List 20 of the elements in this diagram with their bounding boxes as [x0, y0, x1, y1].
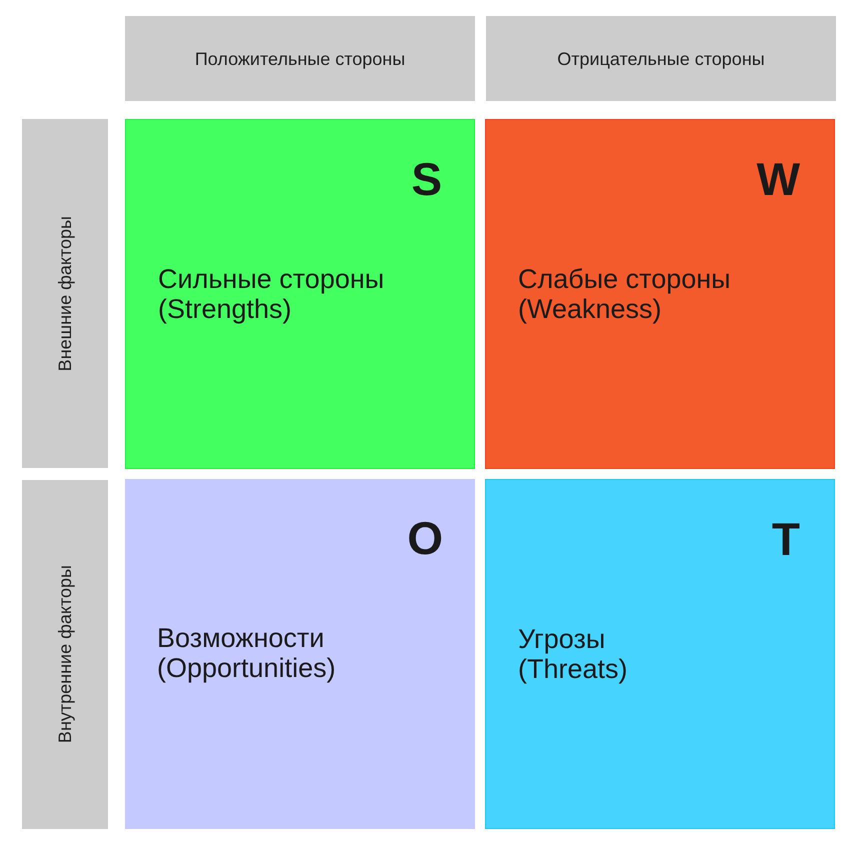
column-header-box [125, 16, 475, 101]
quadrant-letter: S [411, 154, 442, 204]
quadrant-box [125, 479, 475, 829]
quadrant-title: Слабые стороны (Weakness) [518, 264, 732, 324]
row-header-box [22, 480, 108, 829]
quadrant-title: Возможности (Opportunities) [157, 623, 337, 683]
quadrant-box [485, 119, 835, 469]
quadrant-letter: W [756, 154, 800, 204]
quadrant-letter: O [407, 513, 443, 563]
column-heading: Отрицательные стороны [557, 48, 765, 70]
quadrant-title: Угрозы (Threats) [518, 624, 629, 684]
row-header-box [22, 119, 108, 468]
row-heading: Внутренние факторы [54, 565, 76, 744]
quadrant-letter: T [772, 514, 800, 564]
row-heading: Внешние факторы [54, 216, 76, 372]
quadrant-box [485, 479, 835, 829]
column-heading: Положительные стороны [194, 48, 406, 70]
column-header-box [486, 16, 836, 101]
quadrant-box [125, 119, 475, 469]
quadrant-title: Сильные стороны (Strengths) [158, 264, 386, 324]
